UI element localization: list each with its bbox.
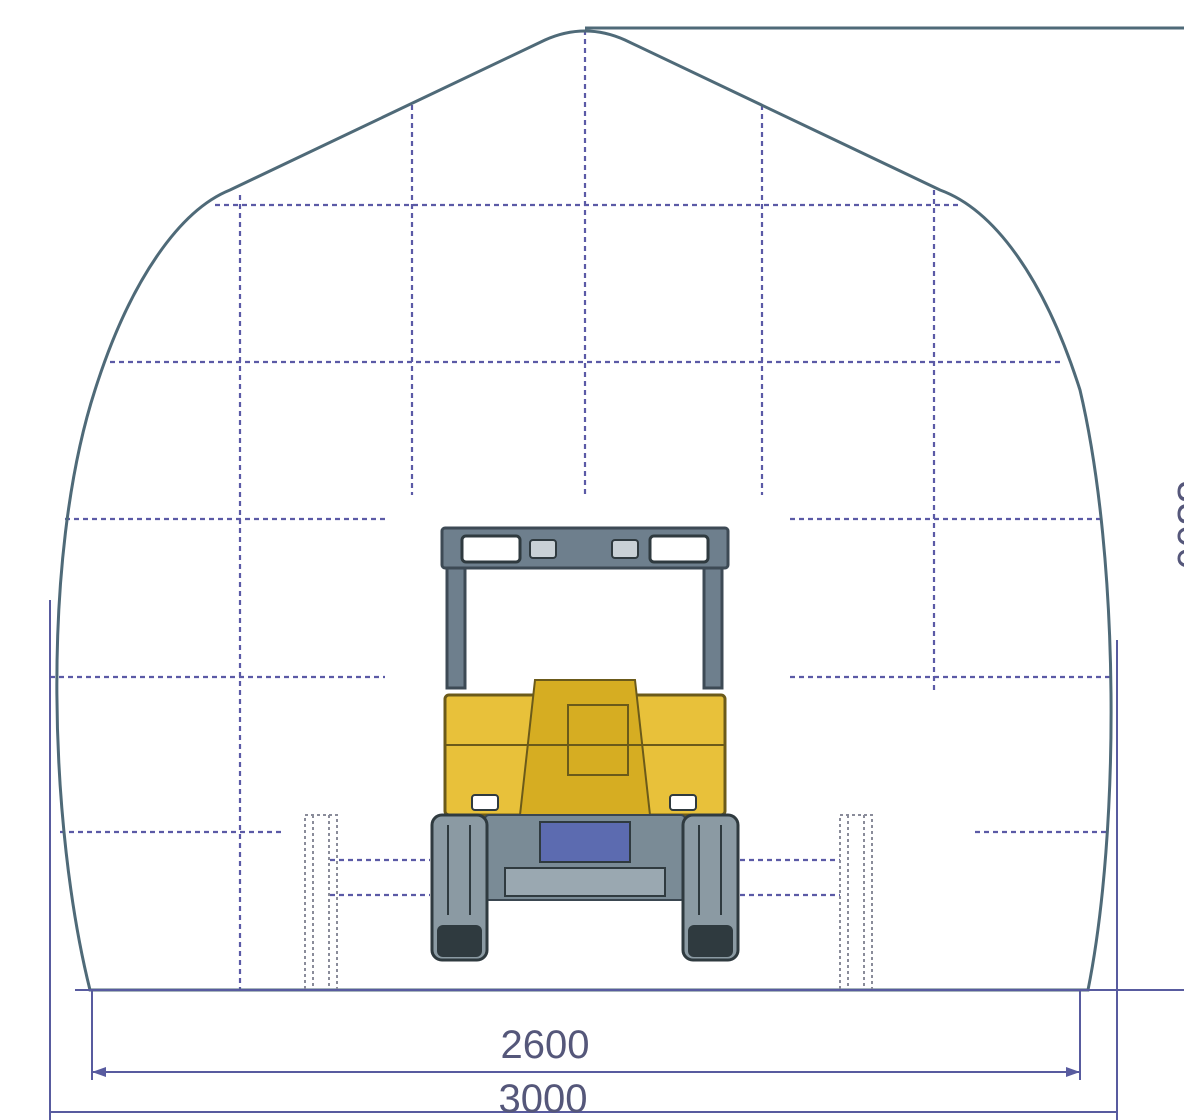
headlight-right-icon [648, 534, 710, 564]
tire-left-icon [430, 813, 489, 962]
outer-width-label: 3000 [499, 1077, 588, 1120]
dimension-lines [49, 600, 1184, 1120]
rock-bolt-grid [50, 30, 1110, 990]
stabiliser-left [304, 814, 338, 991]
drill-rig-icon [430, 526, 740, 962]
stabiliser-right [839, 814, 873, 991]
tire-right-icon [681, 813, 740, 962]
inner-width-label: 2600 [501, 1023, 590, 1067]
height-label: 3300 [1169, 481, 1184, 570]
headlight-left-icon [460, 534, 522, 564]
tunnel-profile [55, 29, 1113, 992]
